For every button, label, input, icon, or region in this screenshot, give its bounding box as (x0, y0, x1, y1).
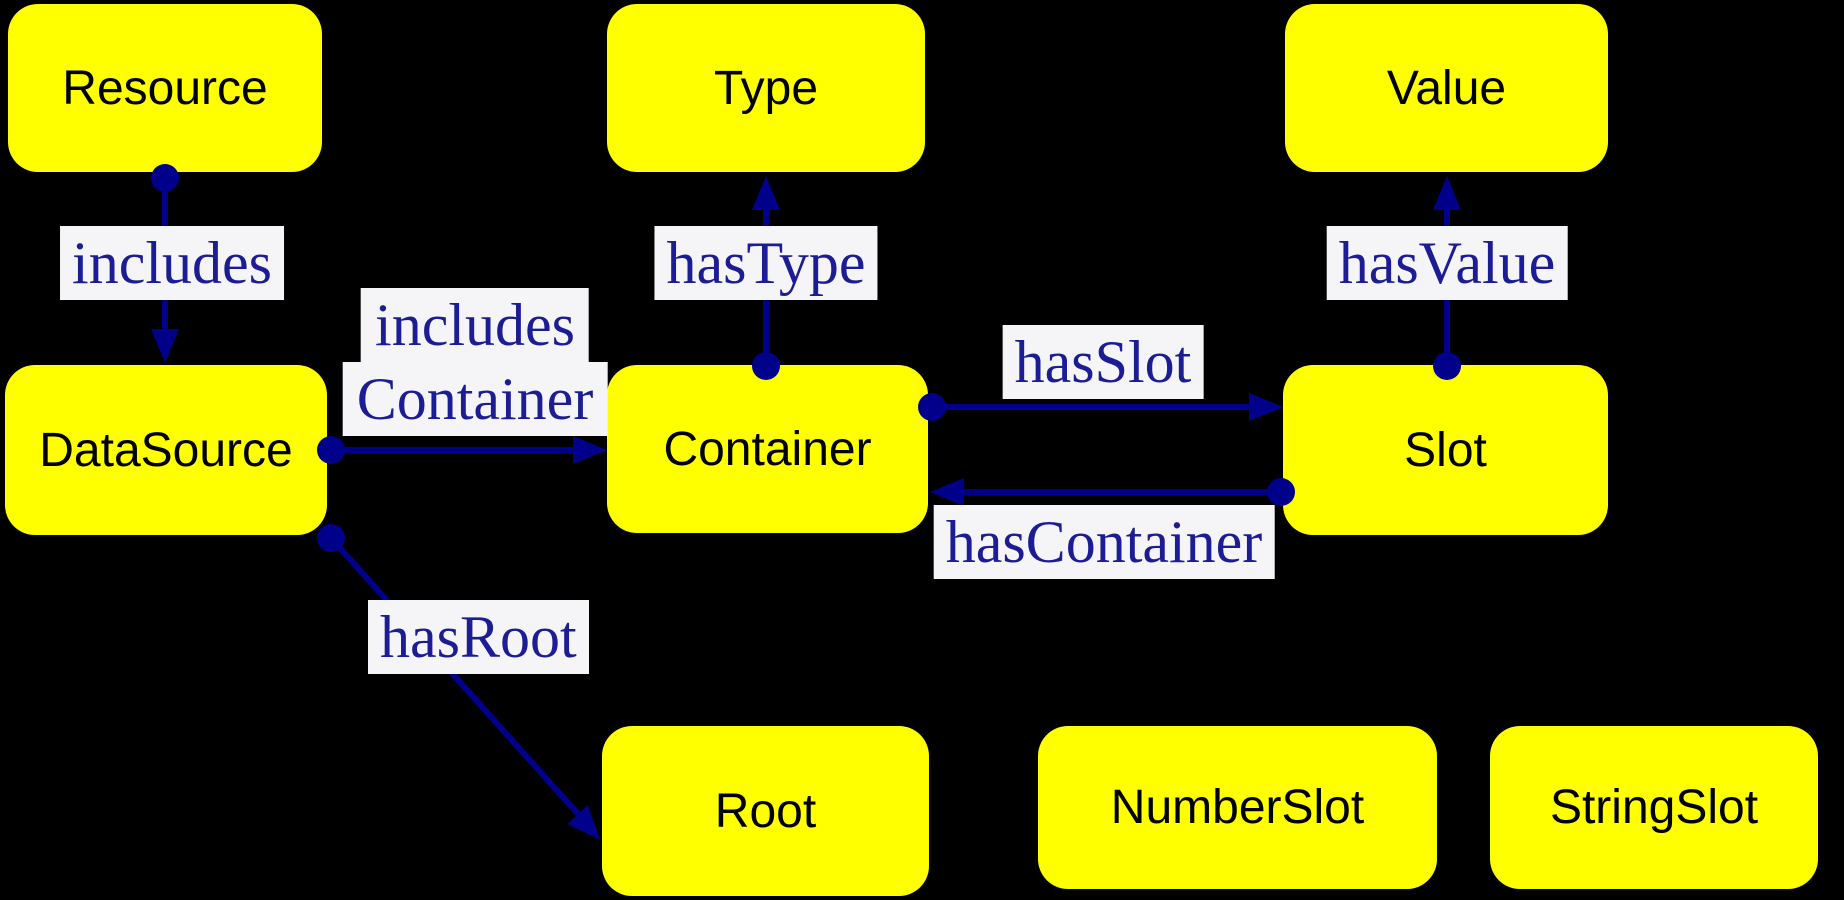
edge-has-root (317, 524, 600, 840)
node-slot: Slot (1283, 365, 1608, 535)
edge-has-value-arrowhead (1433, 176, 1461, 210)
node-container-label: Container (663, 422, 872, 476)
node-resource-label: Resource (62, 61, 268, 115)
edge-has-root-label: hasRoot (368, 600, 589, 674)
edge-has-container-arrowhead (930, 478, 964, 506)
edge-has-value-label: hasValue (1326, 226, 1568, 300)
edge-has-type-arrowhead (752, 176, 780, 210)
node-datasource: DataSource (5, 365, 327, 535)
edge-has-container (930, 478, 1295, 506)
node-root: Root (602, 726, 929, 896)
edge-has-root-arrowhead (567, 805, 600, 840)
node-container: Container (607, 365, 928, 533)
edge-has-container-label: hasContainer (933, 505, 1275, 579)
edge-has-root-line (328, 535, 581, 817)
edge-has-slot-arrowhead (1249, 393, 1283, 421)
node-slot-label: Slot (1404, 423, 1487, 477)
edge-includes-container-label: includes Container (342, 288, 608, 436)
node-type-label: Type (713, 61, 819, 115)
edge-includes-container-label-line2: Container (342, 362, 608, 436)
node-value: Value (1285, 4, 1608, 172)
node-value-label: Value (1386, 61, 1507, 115)
node-type: Type (607, 4, 925, 172)
edge-has-root-source-dot (317, 524, 345, 552)
node-stringslot-label: StringSlot (1549, 781, 1759, 834)
edge-includes-container-arrowhead (573, 436, 607, 464)
node-numberslot-label: NumberSlot (1110, 781, 1365, 834)
node-datasource-label: DataSource (39, 423, 293, 477)
node-resource: Resource (8, 4, 322, 172)
edge-includes-label: includes (60, 226, 284, 300)
node-stringslot: StringSlot (1490, 726, 1818, 889)
edge-has-slot-label: hasSlot (1002, 325, 1204, 399)
edge-has-type-label: hasType (654, 226, 878, 300)
edge-includes-container-label-line1: includes (361, 288, 589, 362)
edge-includes-container (317, 436, 607, 464)
node-root-label: Root (714, 784, 817, 838)
edge-includes-arrowhead (151, 329, 179, 363)
node-numberslot: NumberSlot (1038, 726, 1437, 889)
